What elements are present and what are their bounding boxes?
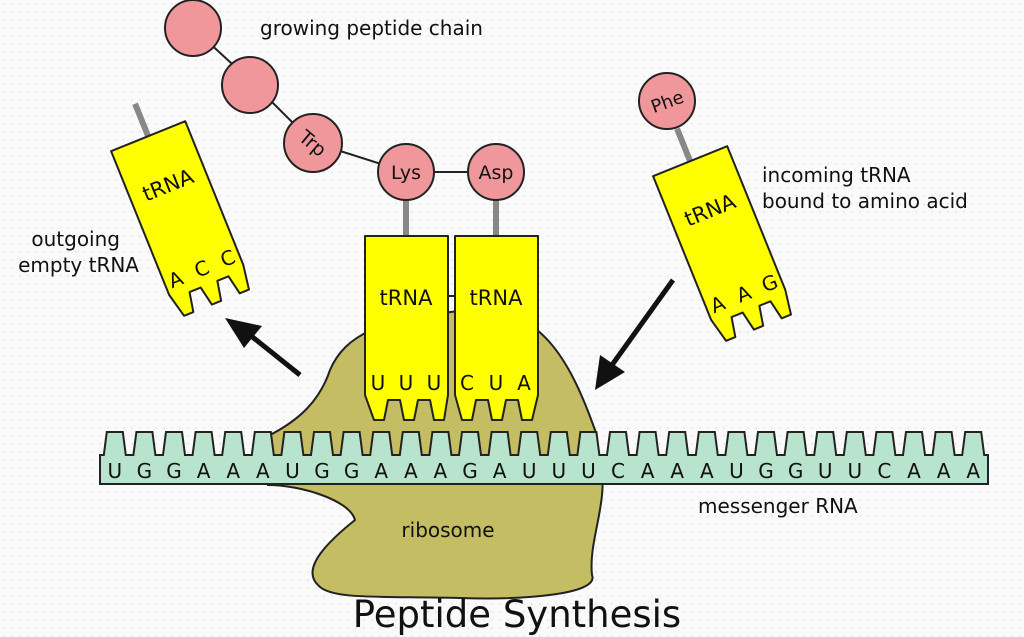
- mrna-base: U: [107, 459, 122, 483]
- mrna-base: U: [729, 459, 744, 483]
- trna-label: tRNA: [470, 286, 524, 310]
- mrna-base: G: [758, 459, 774, 483]
- trna-stem: [674, 127, 693, 163]
- label-outgoing-2: empty tRNA: [18, 253, 139, 277]
- mrna-base: A: [256, 459, 270, 483]
- mrna-base: G: [137, 459, 153, 483]
- mrna-base: A: [493, 459, 507, 483]
- amino-acid: [164, 0, 222, 57]
- mrna-base: A: [374, 459, 388, 483]
- label-incoming-2: bound to amino acid: [762, 189, 968, 213]
- trna-body: [110, 120, 250, 317]
- mrna-base: G: [462, 459, 478, 483]
- mrna-base: C: [877, 459, 891, 483]
- trna-label: tRNA: [380, 286, 434, 310]
- mrna-base: U: [522, 459, 537, 483]
- mrna-base: G: [344, 459, 360, 483]
- mrna-backbone: [99, 431, 989, 485]
- amino-acid-label: Asp: [479, 162, 514, 184]
- amino-acid-lys: Lys: [377, 143, 435, 201]
- label-incoming-1: incoming tRNA: [762, 163, 911, 187]
- mrna-base: A: [700, 459, 714, 483]
- mrna-base: A: [197, 459, 211, 483]
- mrna-base: A: [670, 459, 684, 483]
- mrna-base: A: [226, 459, 240, 483]
- amino-acid-phe: Phe: [638, 72, 696, 130]
- amino-acid-trp: Trp: [283, 113, 343, 173]
- trna-incoming: tRNA A A G: [652, 127, 792, 342]
- anticodon-base: A: [517, 371, 531, 395]
- mrna-base: A: [937, 459, 951, 483]
- mrna-base: U: [847, 459, 862, 483]
- mrna-base: C: [611, 459, 625, 483]
- amino-acid: [221, 56, 279, 114]
- arrow-incoming: [595, 278, 676, 390]
- mrna-base: A: [907, 459, 921, 483]
- mrna-base: U: [551, 459, 566, 483]
- mrna-base: U: [581, 459, 596, 483]
- mrna-base: A: [966, 459, 980, 483]
- mrna-base: G: [788, 459, 804, 483]
- amino-acid-label: Lys: [391, 162, 421, 184]
- amino-acid-asp: Asp: [467, 143, 525, 201]
- mrna-base: G: [314, 459, 330, 483]
- mrna-base: U: [285, 459, 300, 483]
- trna-body: [454, 235, 539, 421]
- anticodon-base: U: [427, 371, 442, 395]
- label-ribosome: ribosome: [401, 518, 494, 542]
- trna-body: [364, 235, 449, 421]
- mrna-base: A: [404, 459, 418, 483]
- trna-body: [652, 145, 792, 342]
- anticodon-base: U: [399, 371, 414, 395]
- mrna-base: G: [166, 459, 182, 483]
- diagram-title: Peptide Synthesis: [353, 593, 681, 636]
- trna-a-site: tRNA C U A: [454, 195, 539, 421]
- anticodon-base: U: [371, 371, 386, 395]
- arrow-outgoing: [225, 318, 302, 377]
- trna-stem: [132, 102, 151, 138]
- label-outgoing-1: outgoing: [31, 227, 120, 251]
- mrna-base: A: [641, 459, 655, 483]
- trna-outgoing: tRNA A C C: [110, 102, 250, 317]
- anticodon-base: U: [489, 371, 504, 395]
- label-messenger-rna: messenger RNA: [698, 494, 858, 518]
- mrna-base: U: [818, 459, 833, 483]
- anticodon-base: C: [460, 371, 474, 395]
- trna-p-site: tRNA U U U: [364, 195, 449, 421]
- label-growing-chain: growing peptide chain: [260, 16, 483, 40]
- mrna-base: A: [434, 459, 448, 483]
